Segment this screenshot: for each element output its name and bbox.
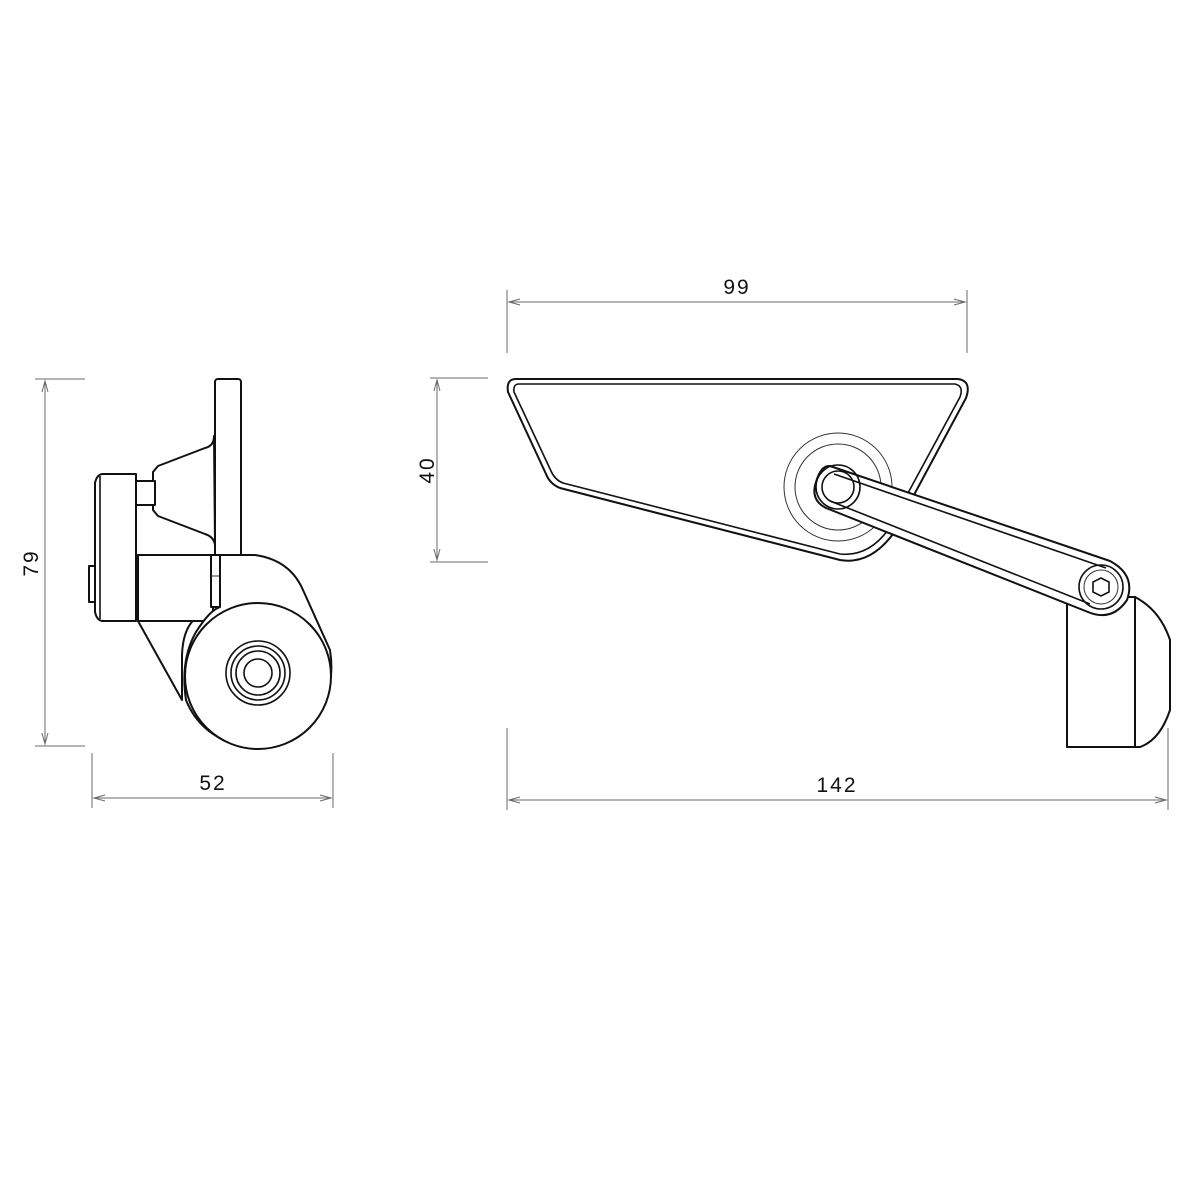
bolt-hole (243, 658, 273, 688)
clamp-cap (1134, 596, 1171, 748)
bolt-washer (1078, 564, 1124, 610)
dimension-label-52: 52 (199, 772, 226, 795)
body-block-rect (137, 554, 214, 622)
dimension-label-142: 142 (816, 774, 857, 797)
hex-socket-icon (1092, 577, 1110, 597)
neck (135, 480, 156, 506)
mounting-plate (214, 378, 242, 560)
dimension-height-side: 79 (20, 378, 85, 747)
dimension-label-79: 79 (20, 549, 43, 576)
conical-boss (152, 435, 216, 546)
front-view (506, 378, 1171, 748)
bolt-ring-outer (225, 640, 291, 706)
disc-tab (88, 565, 96, 603)
arm-inner-lines (829, 473, 1107, 605)
mirror-disc (94, 473, 137, 622)
arm-end-outer (815, 464, 861, 510)
dimension-overall-width: 142 (506, 728, 1169, 810)
dimension-mirror-height: 40 (416, 377, 488, 563)
clamp-body (1066, 596, 1136, 748)
spacer (210, 554, 221, 608)
mirror-glass (513, 383, 962, 556)
arm-end-inner (821, 470, 855, 504)
dimension-label-99: 99 (723, 276, 750, 299)
side-view (88, 378, 333, 750)
clamp-round (184, 602, 332, 750)
dimension-width-side: 52 (91, 753, 334, 808)
dimension-mirror-width: 99 (506, 276, 968, 353)
mirror-arm (813, 464, 1131, 616)
bolt-ring-inner (235, 650, 281, 696)
dimension-label-40: 40 (416, 456, 439, 483)
bolt-ring-mid (230, 645, 286, 701)
bolt-head (1083, 569, 1119, 605)
